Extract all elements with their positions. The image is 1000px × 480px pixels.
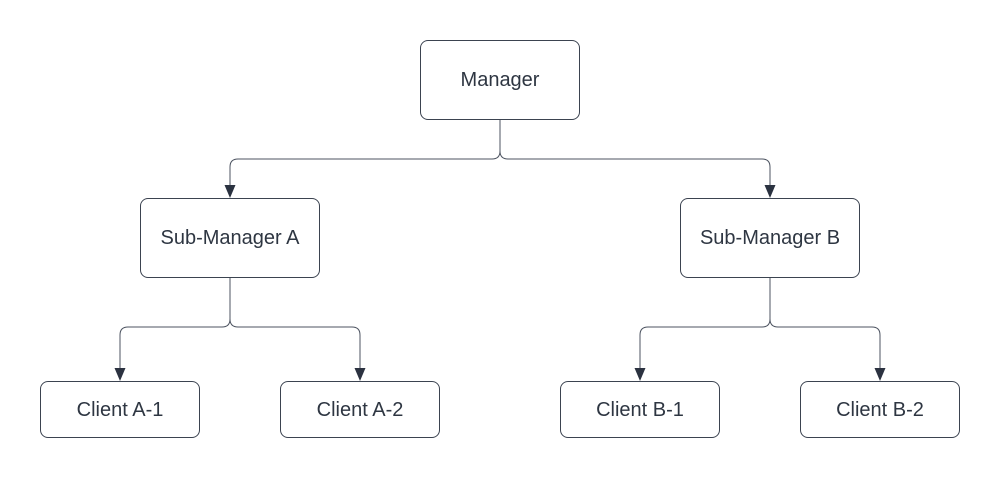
arrowhead-icon (874, 368, 886, 381)
node-sub-manager-a: Sub-Manager A (140, 198, 320, 278)
edge-sub-manager-a-to-client-a1 (114, 278, 231, 381)
arrowhead-icon (764, 185, 776, 198)
node-sub-manager-b: Sub-Manager B (680, 198, 860, 278)
node-client-b2-label: Client B-2 (836, 398, 924, 421)
node-client-a1: Client A-1 (40, 381, 200, 438)
node-client-a2: Client A-2 (280, 381, 440, 438)
edge-sub-manager-a-to-client-a2 (229, 278, 366, 381)
node-client-b1: Client B-1 (560, 381, 720, 438)
edge-sub-manager-b-to-client-b2 (769, 278, 886, 381)
node-sub-manager-b-label: Sub-Manager B (699, 227, 841, 249)
node-client-a2-label: Client A-2 (316, 398, 404, 421)
edge-manager-to-sub-manager-a (224, 120, 501, 198)
node-client-b2: Client B-2 (800, 381, 960, 438)
arrowhead-icon (354, 368, 366, 381)
node-manager: Manager (420, 40, 580, 120)
node-client-a1-label: Client A-1 (76, 398, 164, 421)
arrowhead-icon (634, 368, 646, 381)
node-manager-label: Manager (460, 69, 540, 91)
node-sub-manager-a-label: Sub-Manager A (160, 227, 300, 249)
edge-manager-to-sub-manager-b (499, 120, 776, 198)
arrowhead-icon (114, 368, 126, 381)
edge-sub-manager-b-to-client-b1 (634, 278, 771, 381)
node-client-b1-label: Client B-1 (596, 398, 684, 421)
arrowhead-icon (224, 185, 236, 198)
